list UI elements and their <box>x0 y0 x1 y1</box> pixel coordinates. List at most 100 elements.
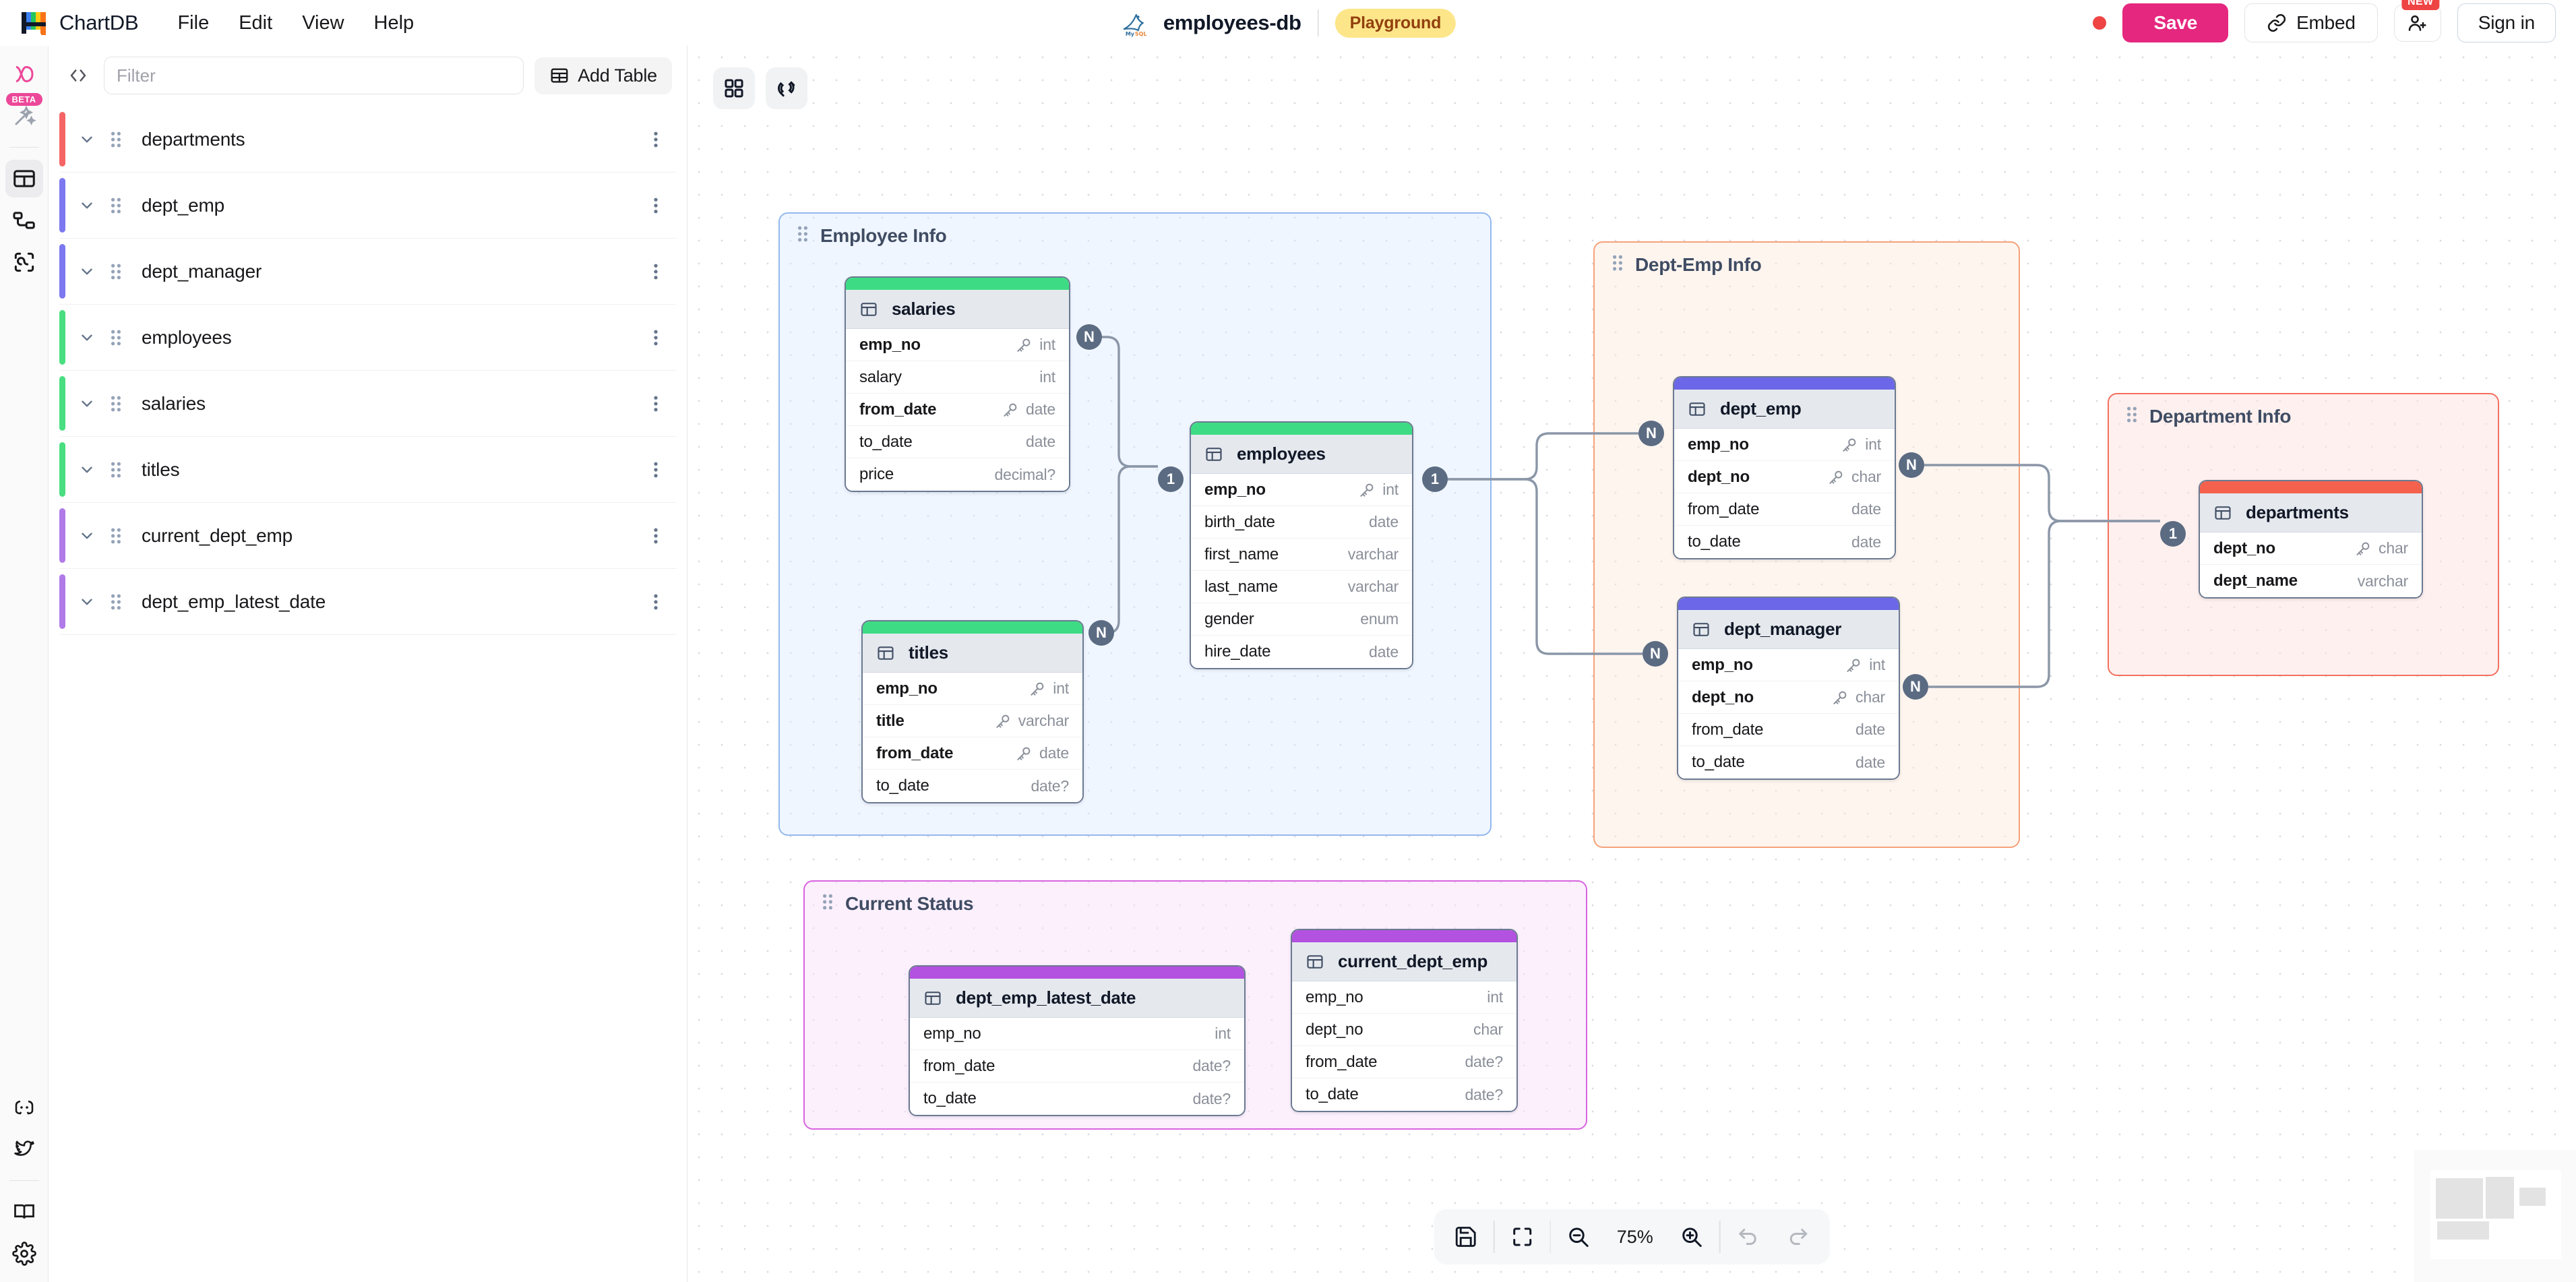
table-node[interactable]: departments dept_no char dept_name varch… <box>2199 480 2423 599</box>
table-field-row[interactable]: from_date date <box>1674 493 1895 526</box>
sidebar-item-discord[interactable] <box>5 1089 43 1126</box>
collapse-all-button[interactable] <box>63 61 93 90</box>
table-field-row[interactable]: to_date date <box>1674 526 1895 558</box>
table-options-button[interactable] <box>648 328 664 347</box>
table-field-row[interactable]: dept_no char <box>1674 461 1895 493</box>
chevron-down-icon[interactable] <box>78 593 96 611</box>
drag-handle-icon[interactable] <box>108 130 124 149</box>
table-list-item[interactable]: salaries <box>59 371 676 437</box>
table-options-button[interactable] <box>648 130 664 149</box>
drag-handle-icon[interactable] <box>108 592 124 611</box>
table-field-row[interactable]: first_name varchar <box>1191 539 1412 571</box>
menu-item-help[interactable]: Help <box>373 11 415 34</box>
drag-handle-icon[interactable] <box>108 460 124 479</box>
sidebar-item-settings[interactable] <box>5 1235 43 1273</box>
redo-button[interactable] <box>1773 1213 1822 1260</box>
table-field-row[interactable]: to_date date? <box>1292 1078 1516 1111</box>
chevron-down-icon[interactable] <box>78 329 96 346</box>
snap-magnet-button[interactable] <box>766 67 807 109</box>
table-field-row[interactable]: from_date date? <box>910 1050 1244 1082</box>
table-field-row[interactable]: emp_no int <box>910 1018 1244 1050</box>
table-node[interactable]: dept_manager emp_no int dept_no char fro… <box>1677 597 1900 780</box>
embed-button[interactable]: Embed <box>2244 3 2378 42</box>
table-field-row[interactable]: dept_no char <box>1292 1014 1516 1046</box>
chevron-down-icon[interactable] <box>78 461 96 479</box>
table-field-row[interactable]: from_date date <box>846 394 1069 426</box>
table-options-button[interactable] <box>648 196 664 215</box>
table-node-header[interactable]: titles <box>863 634 1082 673</box>
drag-handle-icon[interactable] <box>108 394 124 413</box>
menu-item-file[interactable]: File <box>177 11 210 34</box>
zoom-out-button[interactable] <box>1554 1213 1603 1260</box>
table-options-button[interactable] <box>648 592 664 611</box>
table-field-row[interactable]: dept_no char <box>2200 532 2422 565</box>
table-field-row[interactable]: emp_no int <box>863 673 1082 705</box>
filter-input[interactable] <box>104 57 524 94</box>
table-list-item[interactable]: dept_emp_latest_date <box>59 569 676 635</box>
table-field-row[interactable]: price decimal? <box>846 458 1069 491</box>
table-list-item[interactable]: current_dept_emp <box>59 503 676 569</box>
drag-handle-icon[interactable] <box>108 526 124 545</box>
table-field-row[interactable]: dept_no char <box>1678 681 1899 714</box>
grid-toggle-button[interactable] <box>713 67 755 109</box>
table-options-button[interactable] <box>648 526 664 545</box>
table-node-header[interactable]: dept_emp_latest_date <box>910 979 1244 1018</box>
chevron-down-icon[interactable] <box>78 395 96 413</box>
sidebar-item-docs[interactable] <box>5 1193 43 1231</box>
table-list-item[interactable]: employees <box>59 305 676 371</box>
table-field-row[interactable]: emp_no int <box>1292 981 1516 1014</box>
table-node-header[interactable]: dept_manager <box>1678 610 1899 649</box>
sidebar-item-relationships[interactable] <box>5 202 43 239</box>
sign-in-button[interactable]: Sign in <box>2457 3 2556 42</box>
table-field-row[interactable]: hire_date date <box>1191 636 1412 668</box>
table-list-item[interactable]: titles <box>59 437 676 503</box>
table-field-row[interactable]: last_name varchar <box>1191 571 1412 603</box>
undo-button[interactable] <box>1723 1213 1773 1260</box>
table-field-row[interactable]: gender enum <box>1191 603 1412 636</box>
table-node-header[interactable]: dept_emp <box>1674 390 1895 429</box>
fit-screen-button[interactable] <box>1497 1213 1547 1260</box>
save-diagram-button[interactable] <box>1441 1213 1491 1260</box>
table-node-header[interactable]: departments <box>2200 493 2422 532</box>
table-field-row[interactable]: to_date date? <box>863 770 1082 802</box>
table-field-row[interactable]: salary int <box>846 361 1069 394</box>
table-node[interactable]: dept_emp_latest_date emp_no int from_dat… <box>909 965 1246 1116</box>
drag-handle-icon[interactable] <box>2124 405 2140 427</box>
save-button[interactable]: Save <box>2122 3 2229 42</box>
table-field-row[interactable]: from_date date <box>863 737 1082 770</box>
table-field-row[interactable]: to_date date <box>1678 746 1899 779</box>
table-node[interactable]: employees emp_no int birth_date date fir… <box>1190 421 1413 669</box>
table-node[interactable]: salaries emp_no int salary int from_date… <box>845 276 1070 492</box>
table-field-row[interactable]: to_date date? <box>910 1082 1244 1115</box>
table-node-header[interactable]: current_dept_emp <box>1292 942 1516 981</box>
add-table-button[interactable]: Add Table <box>534 57 672 94</box>
drag-handle-icon[interactable] <box>108 262 124 281</box>
table-options-button[interactable] <box>648 394 664 413</box>
table-node-header[interactable]: salaries <box>846 290 1069 329</box>
table-list-item[interactable]: dept_emp <box>59 173 676 239</box>
chevron-down-icon[interactable] <box>78 131 96 148</box>
table-field-row[interactable]: emp_no int <box>1674 429 1895 461</box>
sidebar-item-dbml-editor[interactable] <box>5 55 43 93</box>
menu-item-view[interactable]: View <box>302 11 344 34</box>
sidebar-item-twitter[interactable] <box>5 1130 43 1168</box>
drag-handle-icon[interactable] <box>1609 253 1626 276</box>
table-node[interactable]: current_dept_emp emp_no int dept_no char… <box>1291 929 1518 1112</box>
add-user-button[interactable]: NEW <box>2393 0 2441 42</box>
menu-item-edit[interactable]: Edit <box>239 11 273 34</box>
table-field-row[interactable]: to_date date <box>846 426 1069 458</box>
drag-handle-icon[interactable] <box>795 224 811 247</box>
sidebar-item-areas[interactable] <box>5 243 43 281</box>
diagram-canvas[interactable]: Employee Info Dept-Emp Info Department I… <box>687 46 2576 1282</box>
table-list-item[interactable]: dept_manager <box>59 239 676 305</box>
zoom-level-label[interactable]: 75% <box>1616 1226 1653 1247</box>
drag-handle-icon[interactable] <box>820 892 836 915</box>
table-list-item[interactable]: departments <box>59 106 676 173</box>
chevron-down-icon[interactable] <box>78 263 96 280</box>
sidebar-item-magic-wand[interactable]: BETA <box>5 93 43 135</box>
drag-handle-icon[interactable] <box>108 196 124 215</box>
table-node-header[interactable]: employees <box>1191 435 1412 474</box>
table-field-row[interactable]: emp_no int <box>1191 474 1412 506</box>
minimap[interactable] <box>2414 1150 2576 1282</box>
table-field-row[interactable]: title varchar <box>863 705 1082 737</box>
